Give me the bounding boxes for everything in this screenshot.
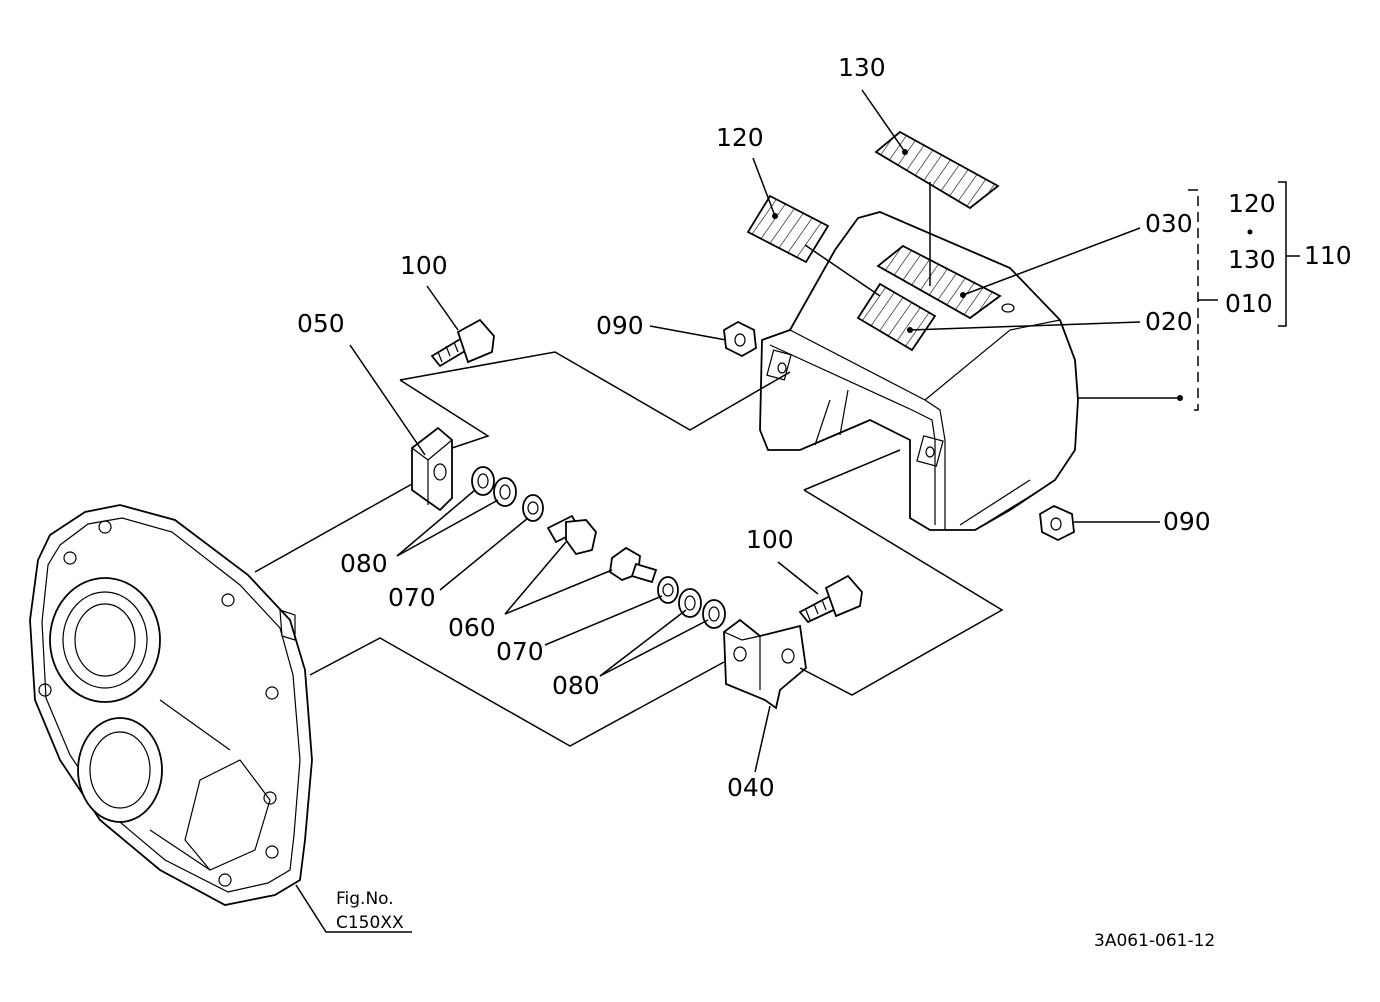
label-120-top: 120 <box>716 123 764 152</box>
label-090-top: 090 <box>596 311 644 340</box>
label-130-top: 130 <box>838 53 886 82</box>
bracket-050 <box>411 426 453 512</box>
label-090-right: 090 <box>1163 507 1211 536</box>
label-020: 020 <box>1145 307 1193 336</box>
nut-090-right <box>1039 504 1075 542</box>
bolt-100-mid <box>798 574 863 624</box>
housing <box>29 504 313 906</box>
label-070-mid: 070 <box>496 637 544 666</box>
label-030: 030 <box>1145 209 1193 238</box>
decal-130-top <box>874 130 1000 210</box>
leader-lines <box>295 89 1183 933</box>
label-110: 110 <box>1304 241 1352 270</box>
washers-mid <box>657 576 726 629</box>
label-080-left: 080 <box>340 549 388 578</box>
fig-no-value: C150XX <box>336 913 404 933</box>
fig-no-label: Fig.No. <box>336 889 394 909</box>
decal-020 <box>856 282 937 352</box>
assembly-lines <box>254 182 1004 747</box>
bolt-060-a <box>546 514 597 556</box>
label-080-mid: 080 <box>552 671 600 700</box>
label-070-left: 070 <box>388 583 436 612</box>
label-040: 040 <box>727 773 775 802</box>
group-bracket <box>1188 181 1300 411</box>
label-100-top: 100 <box>400 251 448 280</box>
decal-030 <box>876 244 1002 320</box>
label-010: 010 <box>1225 289 1273 318</box>
decal-120-top <box>746 194 830 264</box>
washers-left <box>471 466 544 522</box>
cover-010 <box>759 211 1079 531</box>
part-labels: 130 120 030 020 010 110 120 130 100 050 … <box>297 53 1352 951</box>
drawing-code: 3A061-061-12 <box>1094 931 1215 951</box>
bolt-100-top <box>430 318 495 368</box>
bolt-060-b <box>609 546 658 584</box>
label-130-group: 130 <box>1228 245 1276 274</box>
label-120-group: 120 <box>1228 189 1276 218</box>
label-050: 050 <box>297 309 345 338</box>
label-060: 060 <box>448 613 496 642</box>
label-100-mid: 100 <box>746 525 794 554</box>
nut-090-top <box>723 320 757 358</box>
bracket-040 <box>723 618 807 710</box>
